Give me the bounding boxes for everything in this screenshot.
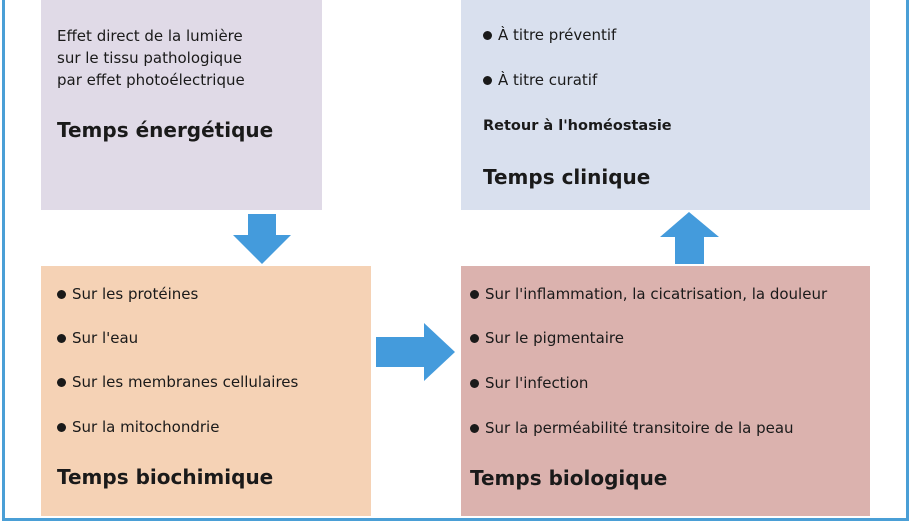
bullet-icon — [470, 423, 479, 433]
arrow-up-icon — [660, 212, 719, 264]
bullet-icon — [470, 378, 479, 388]
energetic-line-1: Effet direct de la lumière — [57, 27, 243, 45]
clinical-title: Temps clinique — [483, 165, 651, 189]
clinical-item: À titre curatif — [483, 71, 597, 89]
clinical-item: À titre préventif — [483, 26, 616, 44]
clinical-subtitle: Retour à l'homéostasie — [483, 118, 672, 134]
biological-item: Sur la perméabilité transitoire de la pe… — [470, 419, 794, 437]
bullet-icon — [483, 75, 492, 85]
biological-stage-box: Sur l'inflammation, la cicatrisation, la… — [461, 266, 870, 516]
bullet-icon — [57, 422, 66, 432]
energetic-line-3: par effet photoélectrique — [57, 71, 245, 89]
biochemical-item: Sur les protéines — [57, 285, 198, 303]
energetic-title: Temps énergétique — [57, 118, 274, 142]
arrow-right-icon — [376, 323, 455, 381]
bullet-icon — [470, 333, 479, 343]
biochemical-stage-box: Sur les protéines Sur l'eau Sur les memb… — [41, 266, 371, 516]
bullet-icon — [57, 333, 66, 343]
biochemical-title: Temps biochimique — [57, 465, 274, 489]
biological-title: Temps biologique — [470, 466, 668, 490]
biological-item: Sur l'infection — [470, 374, 588, 392]
biological-item: Sur le pigmentaire — [470, 329, 624, 347]
energetic-stage-box: Effet direct de la lumière sur le tissu … — [41, 0, 322, 210]
bullet-icon — [57, 289, 66, 299]
arrow-down-icon — [233, 214, 291, 264]
energetic-line-2: sur le tissu pathologique — [57, 49, 242, 67]
clinical-stage-box: À titre préventif À titre curatif Retour… — [461, 0, 870, 210]
biochemical-item: Sur la mitochondrie — [57, 418, 219, 436]
bullet-icon — [470, 289, 479, 299]
bullet-icon — [57, 377, 66, 387]
bullet-icon — [483, 30, 492, 40]
biochemical-item: Sur l'eau — [57, 329, 138, 347]
biochemical-item: Sur les membranes cellulaires — [57, 373, 298, 391]
biological-item: Sur l'inflammation, la cicatrisation, la… — [470, 285, 827, 303]
